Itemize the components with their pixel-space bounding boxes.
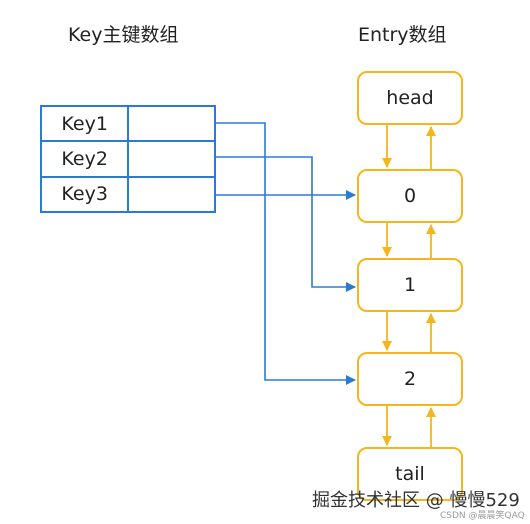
- key-cell: Key2: [39, 140, 130, 178]
- key-pointer-cell: [127, 104, 216, 143]
- key-row: Key3: [39, 175, 216, 214]
- link-key2-to-entry1: [216, 156, 356, 292]
- entry-node-0: 0: [357, 169, 463, 223]
- entry-node-tail: tail: [357, 447, 463, 501]
- key-array-heading: Key主键数组: [68, 24, 179, 46]
- key-array-table: Key1 Key2 Key3: [39, 104, 216, 214]
- entry-array-heading: Entry数组: [358, 24, 447, 46]
- watermark-csdn: CSDN @晨晨笑QAQ: [440, 511, 525, 521]
- link-key1-to-entry2: [216, 122, 356, 385]
- entry-node-1: 1: [357, 258, 463, 312]
- entry-node-head: head: [357, 71, 463, 125]
- key-cell: Key3: [39, 175, 130, 214]
- key-cell: Key1: [39, 104, 130, 143]
- key-row: Key2: [39, 140, 216, 178]
- entry-node-2: 2: [357, 352, 463, 406]
- watermark-main: 掘金技术社区 @ 慢慢529: [312, 490, 520, 511]
- key-pointer-cell: [127, 140, 216, 178]
- key-pointer-cell: [127, 175, 216, 214]
- key-row: Key1: [39, 104, 216, 143]
